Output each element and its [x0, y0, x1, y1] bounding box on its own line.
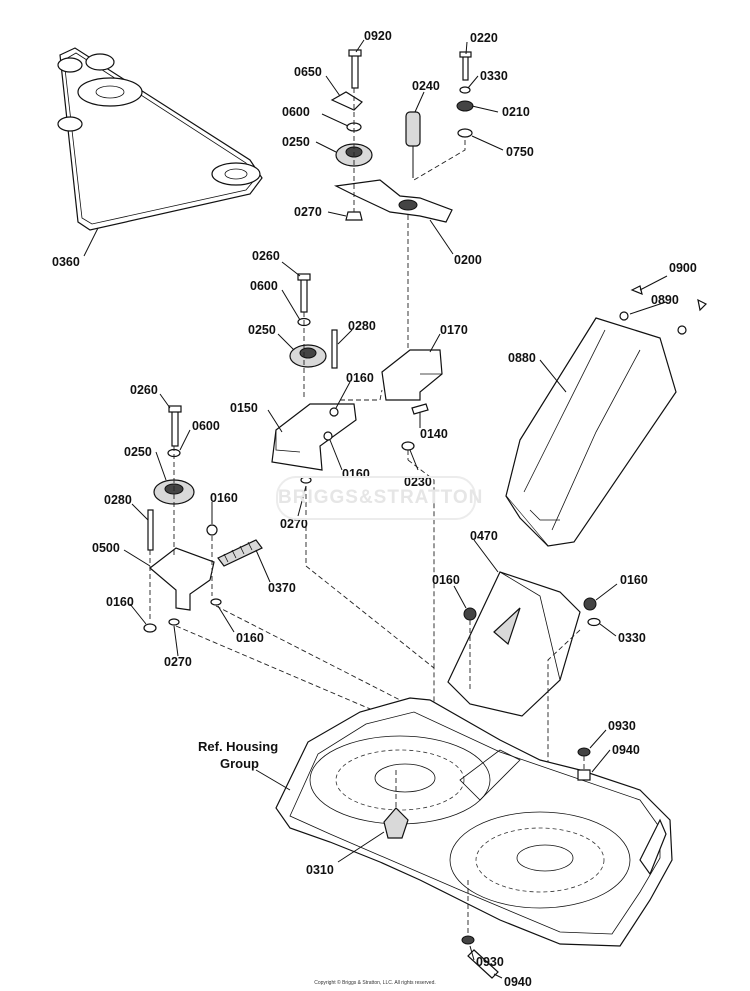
- callout-0260: 0260: [252, 249, 280, 263]
- callout-0940: 0940: [612, 743, 640, 757]
- callout-0900: 0900: [669, 261, 697, 275]
- lower-bracket-assembly: [143, 405, 401, 721]
- callout-0750: 0750: [506, 145, 534, 159]
- discharge-chute-part: [505, 285, 708, 547]
- callout-0160: 0160: [346, 371, 374, 385]
- callout-0160: 0160: [620, 573, 648, 587]
- callout-0500: 0500: [92, 541, 120, 555]
- ref-housing-label-line1: Ref. Housing: [198, 739, 278, 754]
- callout-0650: 0650: [294, 65, 322, 79]
- callout-0310: 0310: [306, 863, 334, 877]
- callout-0600: 0600: [250, 279, 278, 293]
- idler-arm-assembly: [330, 49, 474, 350]
- callout-0940: 0940: [504, 975, 532, 989]
- callout-labels: 0920 0220 0650 0330 0240 0600 0210 0250 …: [52, 29, 697, 989]
- callout-0250: 0250: [248, 323, 276, 337]
- callout-0600: 0600: [192, 419, 220, 433]
- callout-0930: 0930: [608, 719, 636, 733]
- callout-0170: 0170: [440, 323, 468, 337]
- brand-watermark: BRIGGS&STRATTON: [276, 476, 482, 520]
- callout-0270: 0270: [280, 517, 308, 531]
- leader-lines: [83, 39, 668, 979]
- callout-0210: 0210: [502, 105, 530, 119]
- callout-0270: 0270: [164, 655, 192, 669]
- callout-0370: 0370: [268, 581, 296, 595]
- v-belt-part: [57, 47, 263, 231]
- callout-0240: 0240: [412, 79, 440, 93]
- callout-0160: 0160: [432, 573, 460, 587]
- callout-0890: 0890: [651, 293, 679, 307]
- callout-0360: 0360: [52, 255, 80, 269]
- chute-deflector-part: [447, 571, 601, 770]
- callout-0200: 0200: [454, 253, 482, 267]
- ref-housing-label-line2: Group: [220, 756, 259, 771]
- callout-0160: 0160: [210, 491, 238, 505]
- callout-0230: 0230: [404, 475, 432, 489]
- callout-0280: 0280: [348, 319, 376, 333]
- copyright-notice: Copyright © Briggs & Stratton, LLC. All …: [314, 980, 436, 986]
- callout-0270: 0270: [294, 205, 322, 219]
- callout-0930: 0930: [476, 955, 504, 969]
- callout-0470: 0470: [470, 529, 498, 543]
- callout-0250: 0250: [282, 135, 310, 149]
- mower-deck-housing: [275, 697, 673, 979]
- callout-0330: 0330: [480, 69, 508, 83]
- pulley-bracket-assembly: [271, 273, 443, 760]
- callout-0160: 0160: [106, 595, 134, 609]
- callout-0260: 0260: [130, 383, 158, 397]
- callout-0330: 0330: [618, 631, 646, 645]
- callout-0880: 0880: [508, 351, 536, 365]
- callout-0140: 0140: [420, 427, 448, 441]
- callout-0250: 0250: [124, 445, 152, 459]
- callout-0600: 0600: [282, 105, 310, 119]
- callout-0160: 0160: [236, 631, 264, 645]
- callout-0220: 0220: [470, 31, 498, 45]
- callout-0280: 0280: [104, 493, 132, 507]
- callout-0150: 0150: [230, 401, 258, 415]
- callout-0920: 0920: [364, 29, 392, 43]
